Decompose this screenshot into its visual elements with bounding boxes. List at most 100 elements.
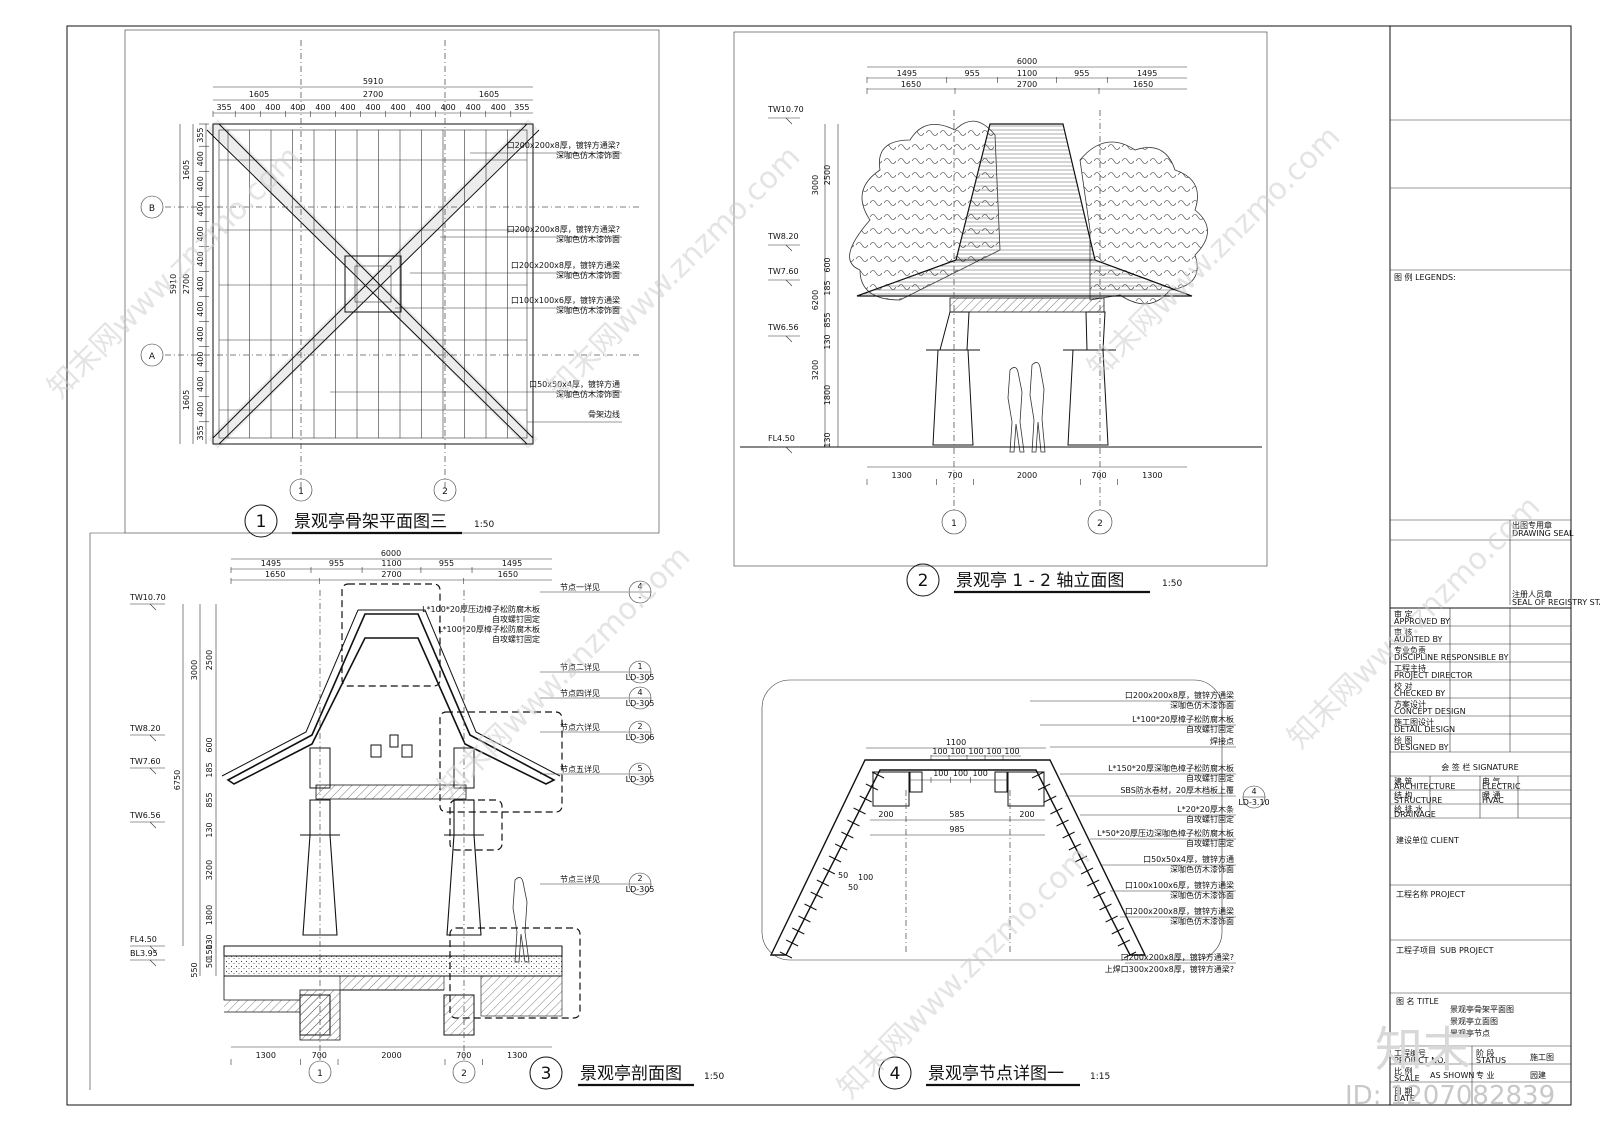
plan-dim-left-total: 5910 — [169, 274, 178, 294]
line — [1086, 879, 1100, 887]
watermark-logo: 知末 — [1375, 1022, 1471, 1078]
role-label: 方案设计 — [1394, 699, 1426, 709]
sheet-border — [66, 25, 1572, 1106]
detail-note: L*20*20厚木条 — [1177, 804, 1234, 814]
detail-ref-num: 4 — [1251, 787, 1256, 796]
line — [785, 279, 793, 287]
dim-label: 400 — [196, 377, 205, 392]
detail-note: 口200x200x8厚，镀锌方通梁? — [1121, 952, 1234, 962]
line — [1056, 819, 1069, 827]
plan-dim: 1605 — [479, 90, 499, 99]
role-label: 绘 图 — [1394, 735, 1413, 745]
role-en: PROJECT DIRECTOR — [1394, 671, 1473, 680]
discipline-label: 专 业 — [1476, 1070, 1495, 1080]
plan-scale: 1:50 — [474, 520, 494, 530]
elev-scale: 1:50 — [1162, 579, 1182, 589]
dim-label: 400 — [196, 201, 205, 216]
sect-left-dim: 130 — [205, 934, 214, 949]
dim-label: 400 — [491, 103, 506, 112]
detail-dim-top: 1100 — [946, 738, 966, 747]
line — [1123, 951, 1137, 959]
elev-axis-2: 2 — [1097, 519, 1103, 529]
dim-label: 355 — [196, 425, 205, 440]
detail-note: 自攻螺钉固定 — [1186, 773, 1234, 783]
plan-number: 1 — [256, 512, 267, 532]
sect-left-dim: 600 — [205, 737, 214, 752]
plan-dim-total: 5910 — [363, 77, 383, 86]
detail-note: L*150*20厚深咖色樟子松防腐木板 — [1108, 763, 1234, 773]
drawing-seal-en: DRAWING SEAL — [1512, 529, 1574, 538]
sect-note: 自攻螺钉固定 — [492, 614, 540, 624]
elev-title: 景观亭 1 - 2 轴立面图 — [956, 571, 1124, 591]
sect-note: 自攻螺钉固定 — [492, 634, 540, 644]
watermark-id: ID: 1207082839 — [1345, 1081, 1555, 1111]
dim-label: 355 — [216, 103, 231, 112]
role-label: 工程主持 — [1394, 663, 1426, 673]
line — [149, 945, 157, 953]
sect-scale: 1:50 — [704, 1072, 724, 1082]
detail-note: L*100*20厚樟子松防腐木板 — [1132, 714, 1234, 724]
elev-number: 2 — [918, 571, 929, 591]
dim-label: 355 — [196, 127, 205, 142]
dim-label: 400 — [441, 103, 456, 112]
plan-note: 口200x200x8厚，镀锌方通梁? — [507, 224, 620, 234]
callout-label: 节点五详见 — [560, 764, 600, 774]
dim-label: 1650 — [265, 570, 285, 579]
callout-num: 4 — [637, 688, 642, 697]
plan-dim: 1605 — [182, 160, 191, 180]
dim-label: 400 — [196, 276, 205, 291]
sect-note: L*100*20厚樟子松防腐木板 — [438, 624, 540, 634]
callout-num: 5 — [637, 764, 642, 773]
project-label: 工程名称 PROJECT — [1396, 889, 1465, 899]
dim-label: 1300 — [256, 1051, 276, 1060]
role-en: DETAIL DESIGN — [1394, 725, 1455, 734]
detail-note: 深咖色仿木漆饰面 — [1170, 700, 1234, 710]
scale-en: SCALE — [1394, 1074, 1420, 1083]
sect-axis-1: 1 — [317, 1069, 323, 1079]
line — [149, 959, 157, 967]
dim-label: 400 — [196, 352, 205, 367]
plan-notes: 口200x200x8厚，镀锌方通梁?深咖色仿木漆饰面口200x200x8厚，镀锌… — [330, 140, 622, 423]
sect-left-dim: 550 — [190, 962, 199, 977]
axis-b-label: B — [149, 204, 155, 214]
detail-number: 4 — [890, 1064, 901, 1084]
dim-label: 100 — [933, 769, 948, 778]
plan-note: 深咖色仿木漆饰面 — [556, 270, 620, 280]
project-no-en: PROJECT NO. — [1394, 1056, 1446, 1065]
elev-level: TW10.70 — [767, 105, 804, 114]
line — [779, 951, 793, 959]
date-en: DATE — [1394, 1094, 1415, 1103]
line — [149, 821, 157, 829]
discipline-cn: 暖 通 — [1482, 790, 1501, 800]
discipline-en: HVAC — [1482, 796, 1504, 805]
dim-label: 2000 — [1017, 471, 1037, 480]
line — [785, 244, 793, 252]
elev-left-dim: 6200 — [811, 290, 820, 310]
elev-left-dim: 3200 — [811, 360, 820, 380]
sect-level: TW8.20 — [129, 724, 161, 733]
line — [847, 819, 860, 827]
detail-note: L*50*20厚压边深咖色樟子松防腐木板 — [1097, 828, 1234, 838]
sect-note: L*100*20厚压边樟子松防腐木板 — [422, 604, 540, 614]
elev-level: TW7.60 — [767, 267, 799, 276]
detail-note: 深咖色仿木漆饰面 — [1170, 916, 1234, 926]
elev-left-dim: 1800 — [823, 385, 832, 405]
detail-note: SBS防水卷材，20厚木档板上覆 — [1120, 785, 1234, 795]
role-en: AUDITED BY — [1394, 635, 1443, 644]
callout-num: 2 — [637, 874, 642, 883]
callout-num: 1 — [637, 662, 642, 671]
dim-label: 100 — [986, 747, 1001, 756]
dim-label: 1300 — [891, 471, 911, 480]
